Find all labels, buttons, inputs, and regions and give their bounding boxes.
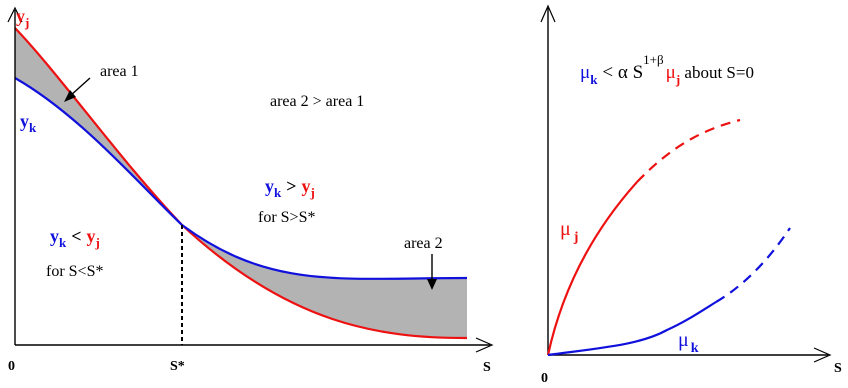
left-y-axis-arrowhead bbox=[7, 6, 23, 23]
y-k-curve-label: yk bbox=[20, 111, 37, 135]
curve-mu-j-dashed bbox=[636, 118, 741, 183]
y-j-curve-label: yj bbox=[16, 6, 29, 30]
curve-mu-k-dashed bbox=[715, 227, 791, 303]
relation-greater-than: yk>yj bbox=[265, 176, 315, 200]
curve-mu-j-solid bbox=[546, 181, 638, 356]
area-1-arrow bbox=[69, 77, 91, 97]
curve-y-k bbox=[14, 77, 468, 280]
curve-mu-k-solid bbox=[547, 301, 717, 357]
right-y-axis-arrowhead bbox=[540, 4, 556, 23]
relation-less-than-condition: for S<S* bbox=[46, 263, 103, 280]
left-panel: 0 S* S yj yk area 1 area 2 > area 1 area… bbox=[7, 6, 494, 375]
right-x-axis-arrowhead bbox=[813, 347, 832, 363]
right-origin-label: 0 bbox=[541, 371, 548, 386]
area-1-label: area 1 bbox=[100, 63, 139, 80]
area-2-arrowhead bbox=[427, 279, 437, 290]
left-s-axis-label: S bbox=[483, 360, 491, 375]
s-star-label: S* bbox=[170, 359, 185, 374]
area-comparison-label: area 2 > area 1 bbox=[270, 93, 364, 110]
relation-greater-than-condition: for S>S* bbox=[258, 209, 315, 226]
relation-less-than: yk<yj bbox=[50, 226, 100, 250]
left-origin-label: 0 bbox=[8, 359, 15, 374]
area-1-arrowhead bbox=[64, 90, 76, 102]
right-s-axis-label: S bbox=[834, 361, 842, 376]
area-2-shading bbox=[182, 225, 467, 338]
left-x-axis-arrowhead bbox=[475, 337, 494, 353]
inequality-heading: μk< α S1+βμj about S=0 bbox=[580, 52, 754, 87]
area-2-label: area 2 bbox=[404, 235, 443, 252]
